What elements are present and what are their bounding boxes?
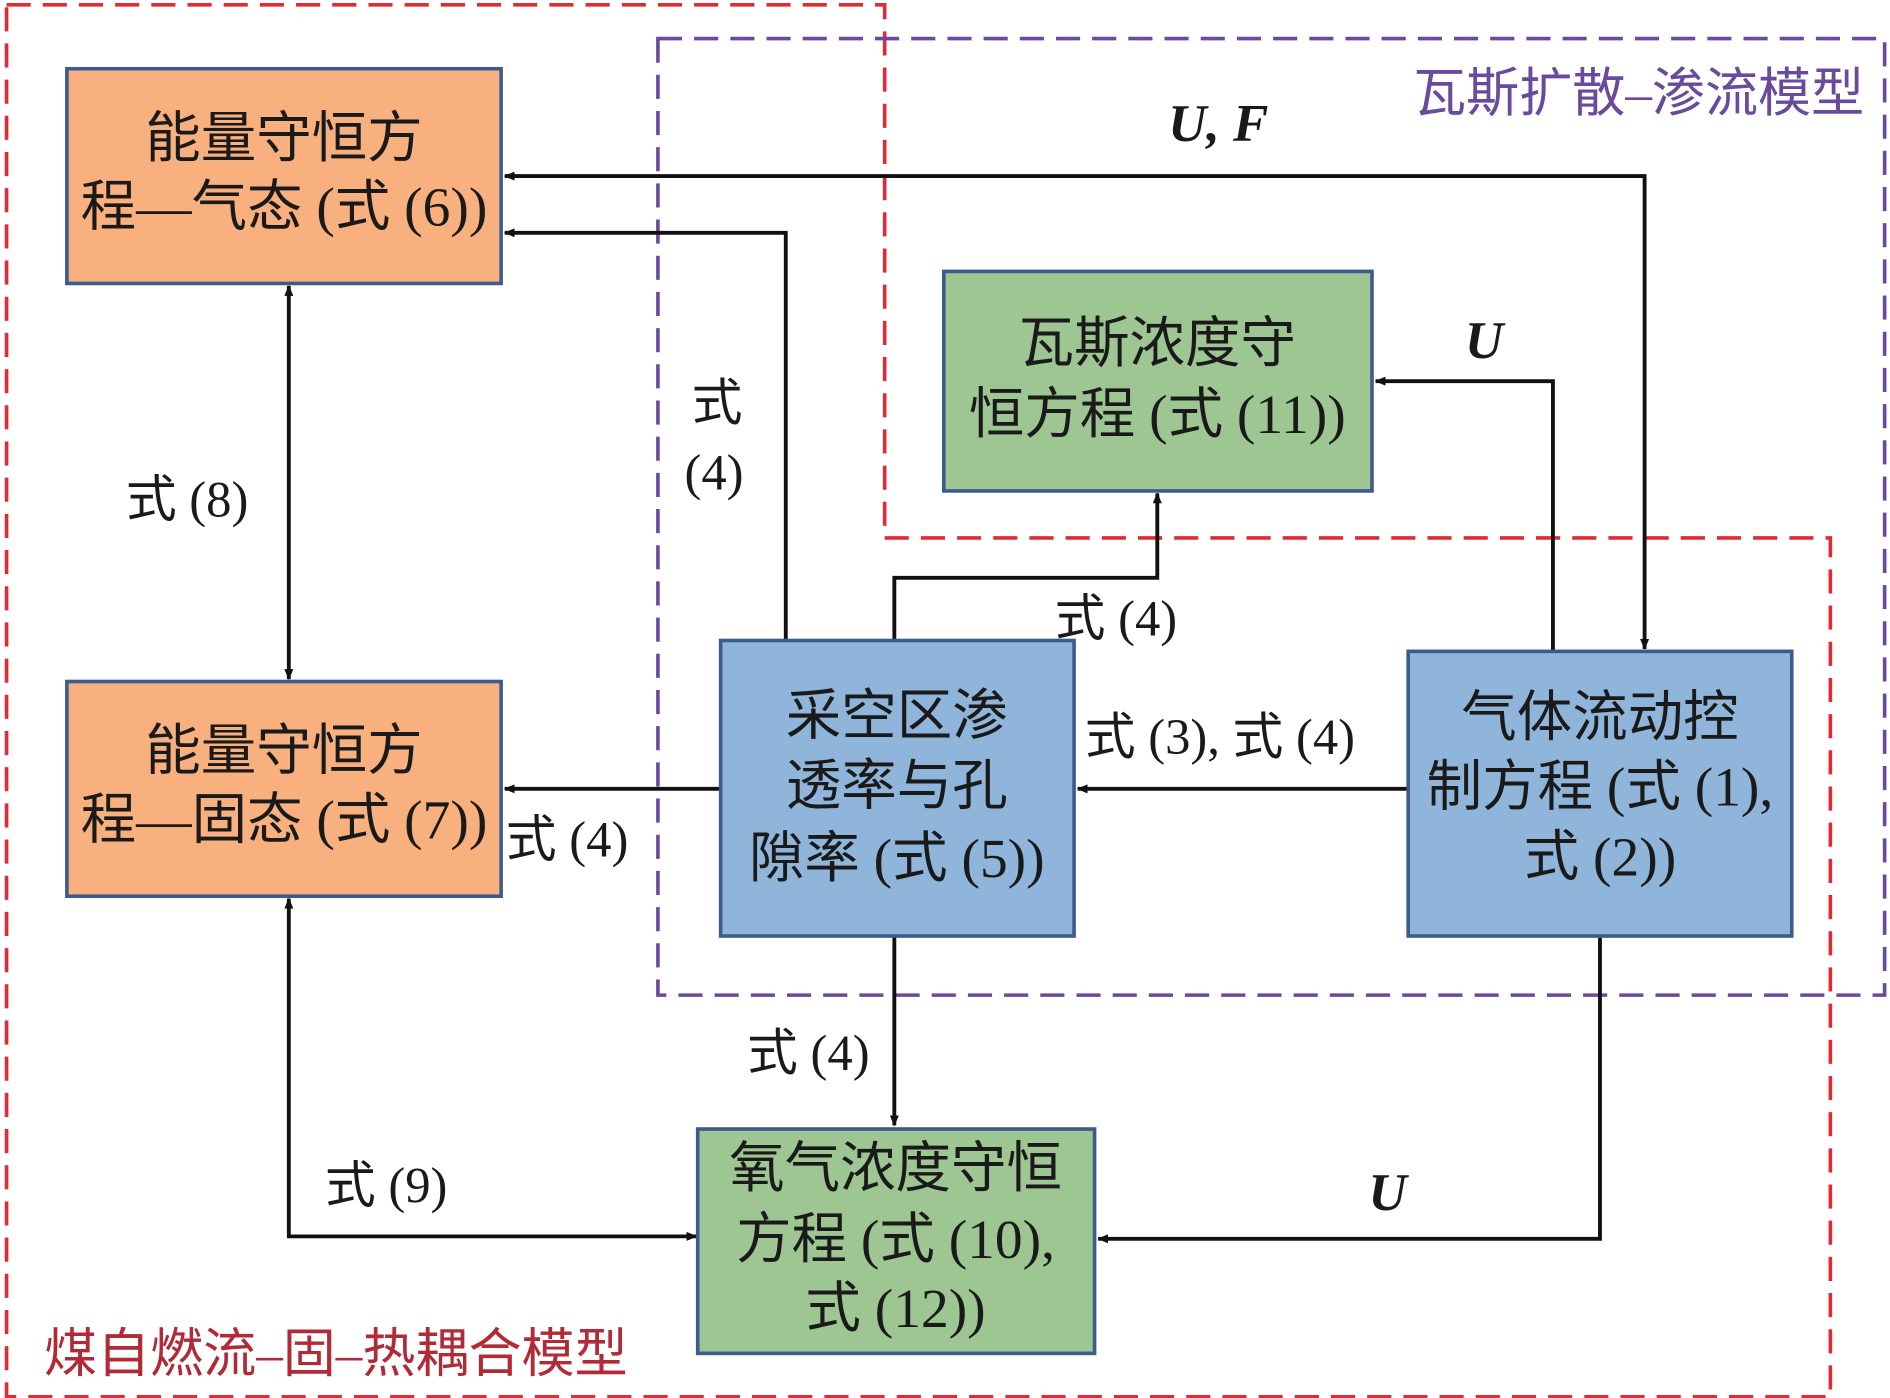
svg-text:氧气浓度守恒: 氧气浓度守恒 (729, 1139, 1062, 1200)
svg-text:透率与孔: 透率与孔 (786, 757, 1008, 818)
label-eq9: 式 (9) (325, 1158, 447, 1214)
svg-text:采空区渗: 采空区渗 (786, 687, 1008, 748)
svg-text:恒方程 (式 (11)): 恒方程 (式 (11)) (969, 385, 1346, 446)
svg-text:隙率 (式 (5)): 隙率 (式 (5)) (749, 829, 1045, 890)
label-eq8: 式 (8) (126, 471, 248, 527)
svg-text:式 (2)): 式 (2)) (1524, 828, 1677, 889)
edge-perm-to-energy-gas (503, 228, 788, 640)
coal-model-region (4, 3, 1833, 1398)
svg-text:能量守恒方: 能量守恒方 (145, 722, 422, 783)
edge-eq9 (284, 897, 698, 1241)
label-uf: U, F (1168, 95, 1268, 153)
label-eq4-vertical-line2: (4) (684, 445, 743, 501)
svg-text:气体流动控: 气体流动控 (1461, 688, 1738, 749)
edge-u-oxygen (1097, 937, 1602, 1244)
label-eq3-4: 式 (3), 式 (4) (1085, 709, 1355, 765)
svg-text:制方程 (式 (1),: 制方程 (式 (1), (1427, 758, 1774, 819)
edge-perm-to-methane (892, 492, 1162, 640)
svg-text:方程 (式 (10),: 方程 (式 (10), (736, 1210, 1055, 1271)
box-energy-gas: 能量守恒方 程—气态 (式 (6)) (65, 66, 503, 286)
svg-text:程—气态 (式 (6)): 程—气态 (式 (6)) (81, 178, 488, 239)
label-eq4-methane: 式 (4) (1055, 591, 1177, 647)
box-energy-solid: 能量守恒方 程—固态 (式 (7)) (65, 679, 503, 899)
label-eq4-solid: 式 (4) (506, 811, 628, 867)
svg-text:瓦斯浓度守: 瓦斯浓度守 (1019, 314, 1296, 375)
svg-text:式 (12)): 式 (12)) (805, 1279, 985, 1340)
label-u-methane: U (1465, 312, 1506, 370)
label-eq4-vertical-line1: 式 (692, 375, 743, 431)
edge-u-methane (1374, 376, 1555, 652)
svg-text:程—固态 (式 (7)): 程—固态 (式 (7)) (81, 790, 488, 851)
coal-model-title: 煤自燃流–固–热耦合模型 (44, 1325, 628, 1383)
gas-model-title: 瓦斯扩散–渗流模型 (1413, 65, 1864, 123)
label-u-oxygen: U (1368, 1164, 1409, 1222)
box-gas-flow: 气体流动控 制方程 (式 (1), 式 (2)) (1406, 649, 1794, 938)
box-permeability: 采空区渗 透率与孔 隙率 (式 (5)) (718, 638, 1076, 938)
box-methane: 瓦斯浓度守 恒方程 (式 (11)) (941, 269, 1374, 493)
edge-uf (503, 171, 1650, 650)
box-oxygen: 氧气浓度守恒 方程 (式 (10), 式 (12)) (695, 1127, 1097, 1356)
svg-text:能量守恒方: 能量守恒方 (145, 109, 422, 170)
label-eq4-oxygen: 式 (4) (747, 1025, 869, 1081)
